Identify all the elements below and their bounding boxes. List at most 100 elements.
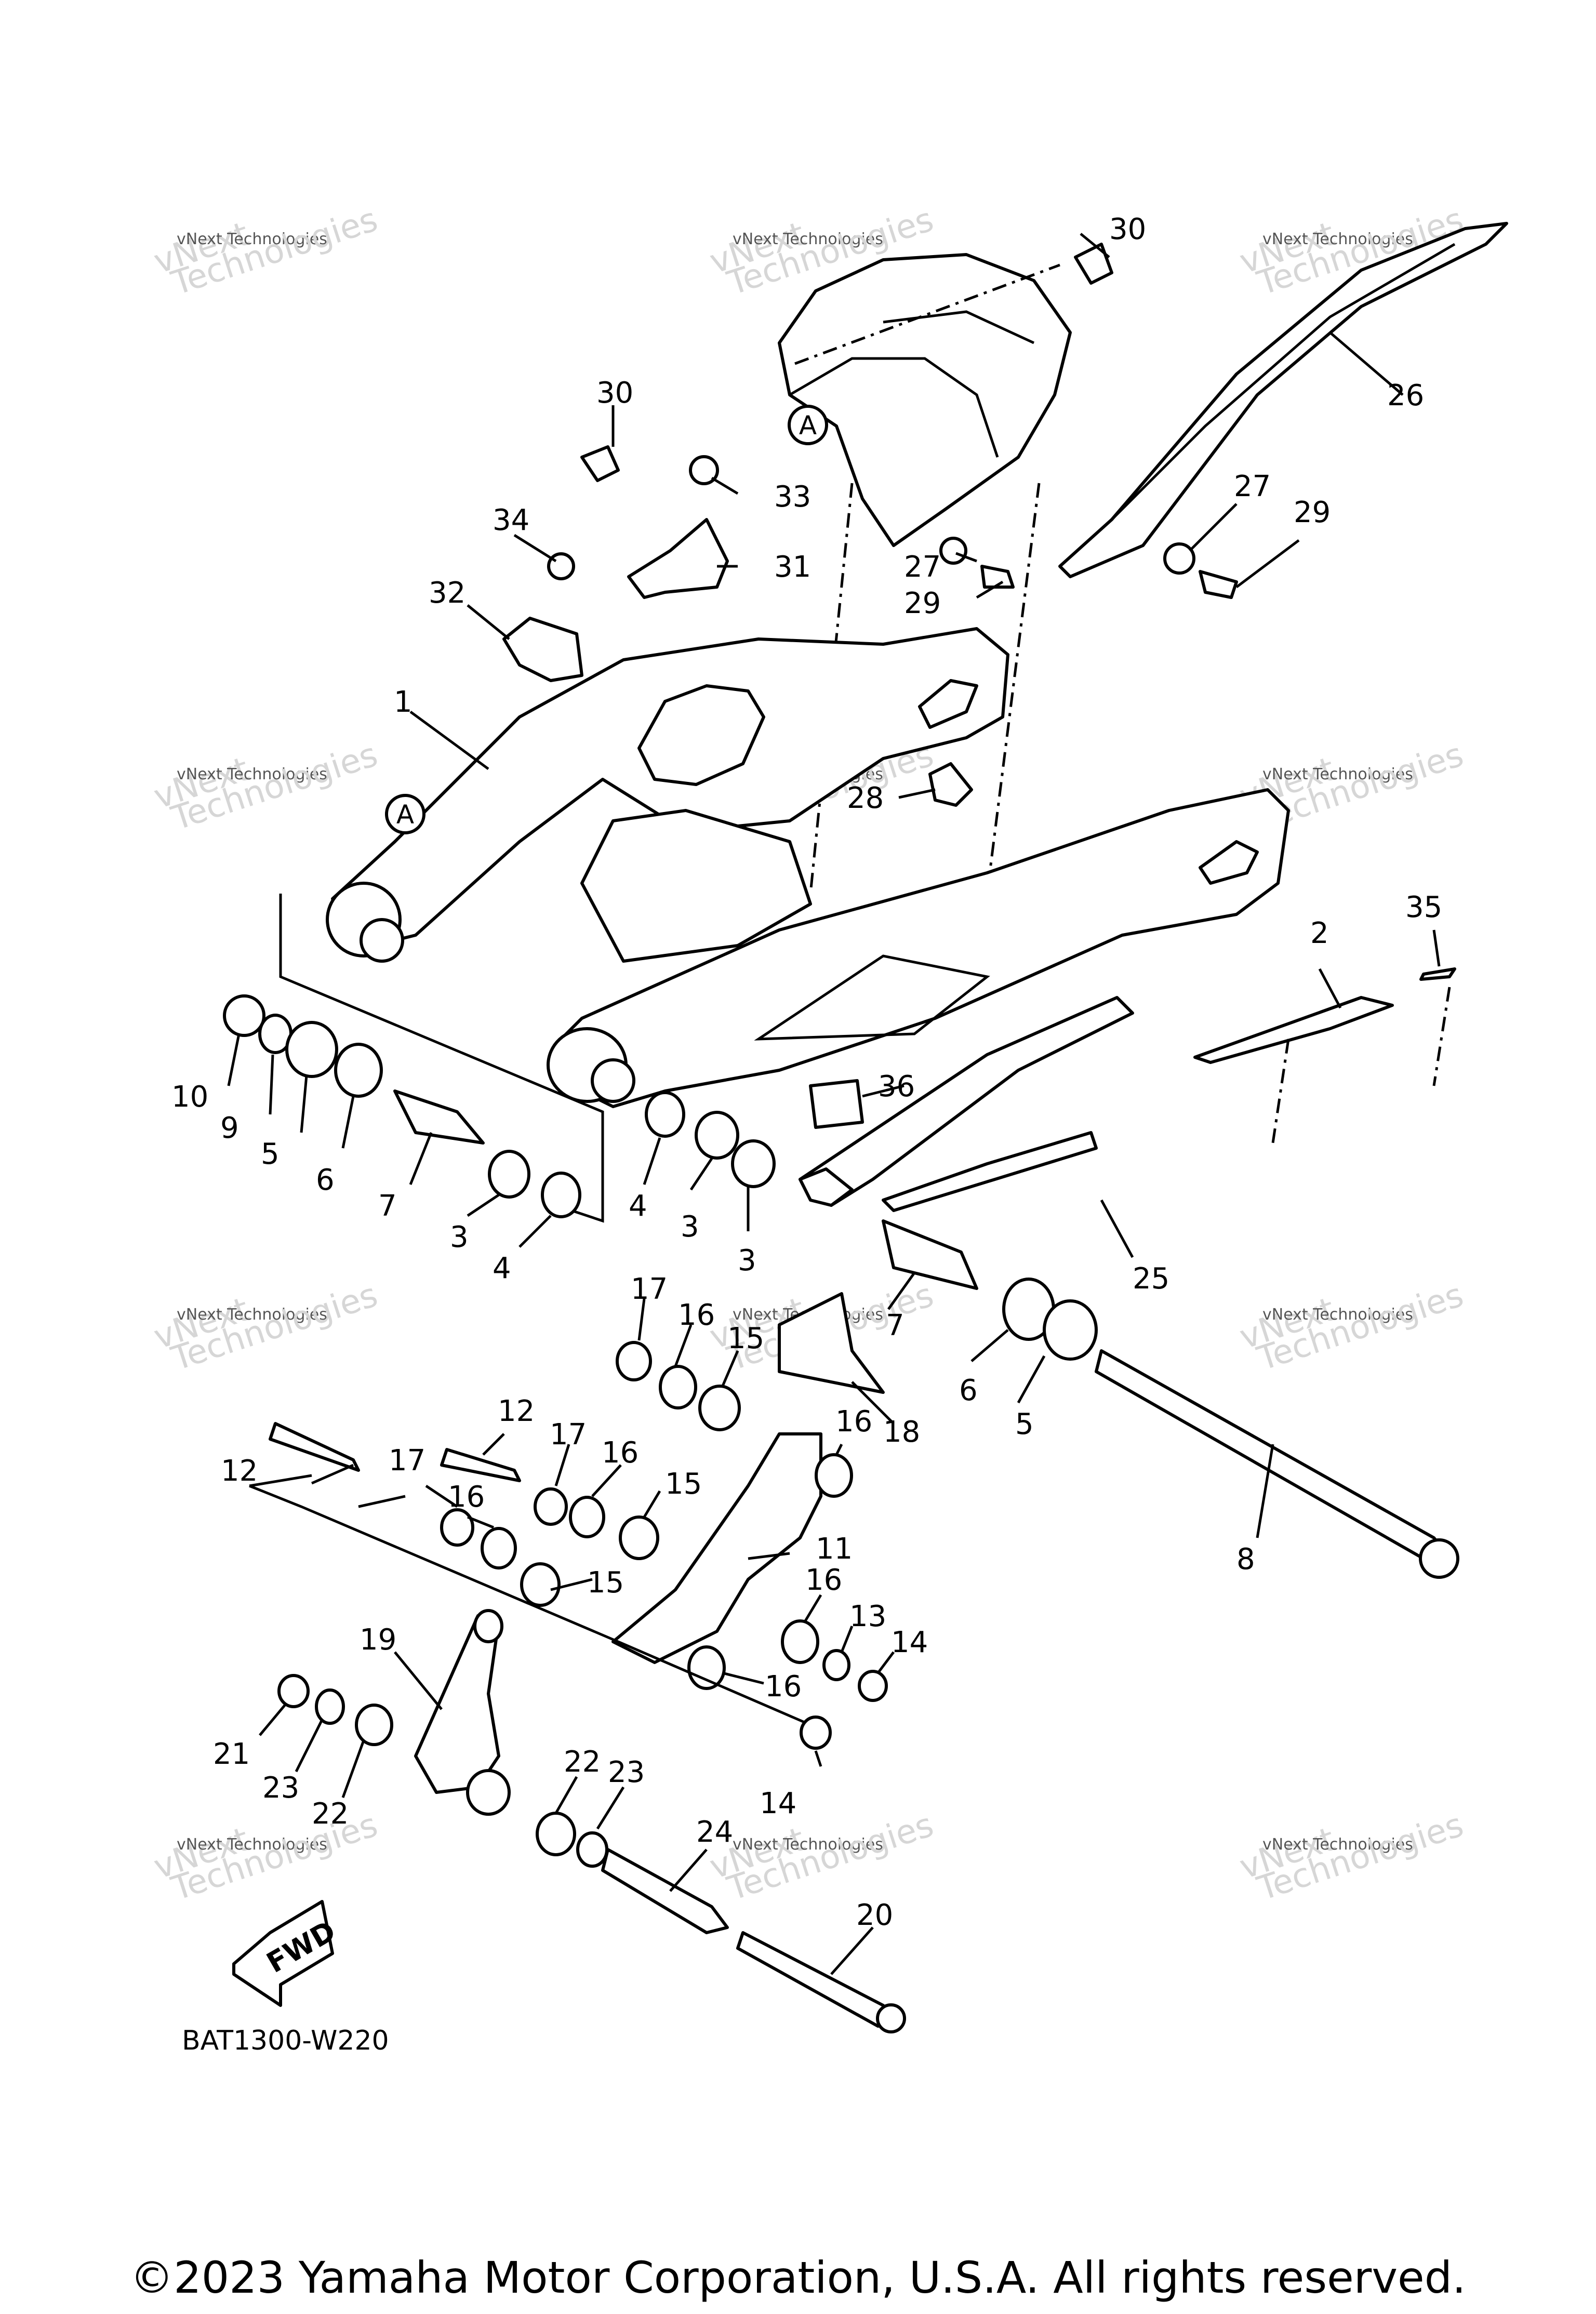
part-1-swingarm-left-arm [331,627,1009,947]
part-16-seal-f [687,1645,726,1690]
part-8-shaft-head [1419,1538,1459,1579]
part-19-end-upper [473,1609,503,1643]
callout-16: 16 [602,1436,639,1470]
callout-29: 29 [904,587,941,620]
callout-3: 3 [450,1220,469,1254]
pivot-boss-right-bore [591,1058,635,1103]
svg-text:vNext Technologies: vNext Technologies [177,1836,327,1854]
callout-16: 16 [805,1563,842,1597]
callout-12: 12 [221,1454,258,1488]
part-23-seal-a [315,1688,345,1725]
part-17-collar-a [616,1341,652,1381]
callout-19: 19 [360,1623,396,1657]
callout-11: 11 [816,1532,853,1566]
part-17-collar-b [534,1487,568,1526]
assembly-line [794,263,1060,365]
callout-18: 18 [883,1415,920,1449]
part-29-bolt-b [1199,570,1238,599]
part-36-label [809,1079,864,1129]
svg-text:vNext Technologies: vNext Technologies [1262,230,1413,248]
fwd-arrow-icon: FWD [232,1900,341,2007]
part-20-bolt-head [876,2003,906,2033]
watermark: vNext vNext Technologies Technologies [705,1806,938,1909]
callout-23: 23 [608,1756,645,1789]
part-26-rear-fender [1058,222,1508,578]
svg-text:vNext Technologies: vNext Technologies [177,230,327,248]
watermark: vNext vNext Technologies Technologies [149,201,382,303]
part-29-bolt-a [980,565,1015,589]
callout-14: 14 [760,1787,796,1820]
callout-31: 31 [774,550,811,584]
part-22-bearing-b [536,1812,576,1856]
callout-labels: 30 26 30 33 31 34 32 1 27 27 29 29 28 2 … [171,212,1442,1932]
callout-35: 35 [1405,890,1442,924]
part-13-washer [822,1649,850,1681]
part-15-bearing-a [698,1385,741,1431]
callout-28: 28 [847,781,884,815]
part-19-connecting-rod [414,1614,500,1794]
part-6-seal [334,1043,383,1098]
part-15-bearing-b [619,1515,659,1560]
diagram-code: BAT1300-W220 [182,2025,389,2056]
part-31-bracket [627,518,729,599]
callout-34: 34 [493,503,529,537]
assembly-line [1432,987,1451,1086]
callout-15: 15 [727,1322,764,1355]
callout-3: 3 [681,1210,699,1244]
watermark: vNext vNext Technologies Technologies [149,736,382,839]
callout-3: 3 [738,1244,756,1278]
callout-17: 17 [550,1418,587,1452]
assembly-line [1271,1039,1290,1143]
assembly-frame-left [279,894,604,1223]
callout-22: 22 [312,1797,349,1831]
part-5-collar [285,1021,338,1078]
callout-30: 30 [596,376,633,410]
callout-2: 2 [1310,916,1329,950]
svg-text:vNext Technologies: vNext Technologies [1262,1306,1413,1324]
part-16-seal-a [659,1365,697,1409]
callout-16: 16 [765,1670,802,1704]
part-23-seal-b [576,1831,608,1868]
part-1-swingarm-right-arm [554,788,1290,1108]
callout-12: 12 [498,1394,535,1428]
part-17-collar-c [440,1508,474,1547]
watermark: vNext vNext Technologies Technologies [1235,1806,1468,1909]
pivot-boss-left-bore [360,918,404,963]
callout-6: 6 [316,1163,335,1197]
assembly-frame-linkage [249,1484,811,1726]
leader-lines [227,233,1441,1975]
svg-text:A: A [799,410,817,441]
svg-text:vNext Technologies: vNext Technologies [1262,765,1413,783]
swingarm-right-slot [1199,840,1259,885]
part-8-pivot-shaft [1095,1349,1456,1565]
svg-text:vNext Technologies: vNext Technologies [733,1836,883,1854]
part-3-bearing-b [695,1111,739,1160]
assembly-frame-linkage [249,1474,406,1508]
swingarm-gusset [754,954,990,1041]
part-14-nut-a [858,1670,888,1702]
fender-inner [789,357,999,458]
part-28-damper [928,762,973,807]
part-24-collar [601,1848,729,1934]
callout-23: 23 [262,1771,299,1805]
parts: A A [223,222,1508,2033]
copyright-notice: ©2023 Yamaha Motor Corporation, U.S.A. A… [130,2252,1466,2303]
callout-21: 21 [213,1737,250,1771]
svg-text:A: A [396,800,414,830]
svg-text:vNext Technologies: vNext Technologies [733,230,883,248]
callout-26: 26 [1387,379,1424,413]
part-2-chain-slider [1193,996,1394,1064]
part-3-bearing-c [731,1139,776,1188]
callout-16: 16 [678,1298,715,1332]
callout-8: 8 [1236,1542,1255,1576]
part-16-seal-c [569,1496,605,1538]
part-3-bearing-a [488,1150,530,1199]
part-4-oil-seal-b [645,1091,685,1138]
callout-27: 27 [904,550,941,584]
reference-mark-a-top: A [788,405,828,445]
part-5-collar-b [1043,1299,1098,1361]
part-7-sleeve-b [882,1219,978,1290]
part-30-rivet-top [1074,243,1113,285]
part-30-rivet-left [580,445,620,482]
